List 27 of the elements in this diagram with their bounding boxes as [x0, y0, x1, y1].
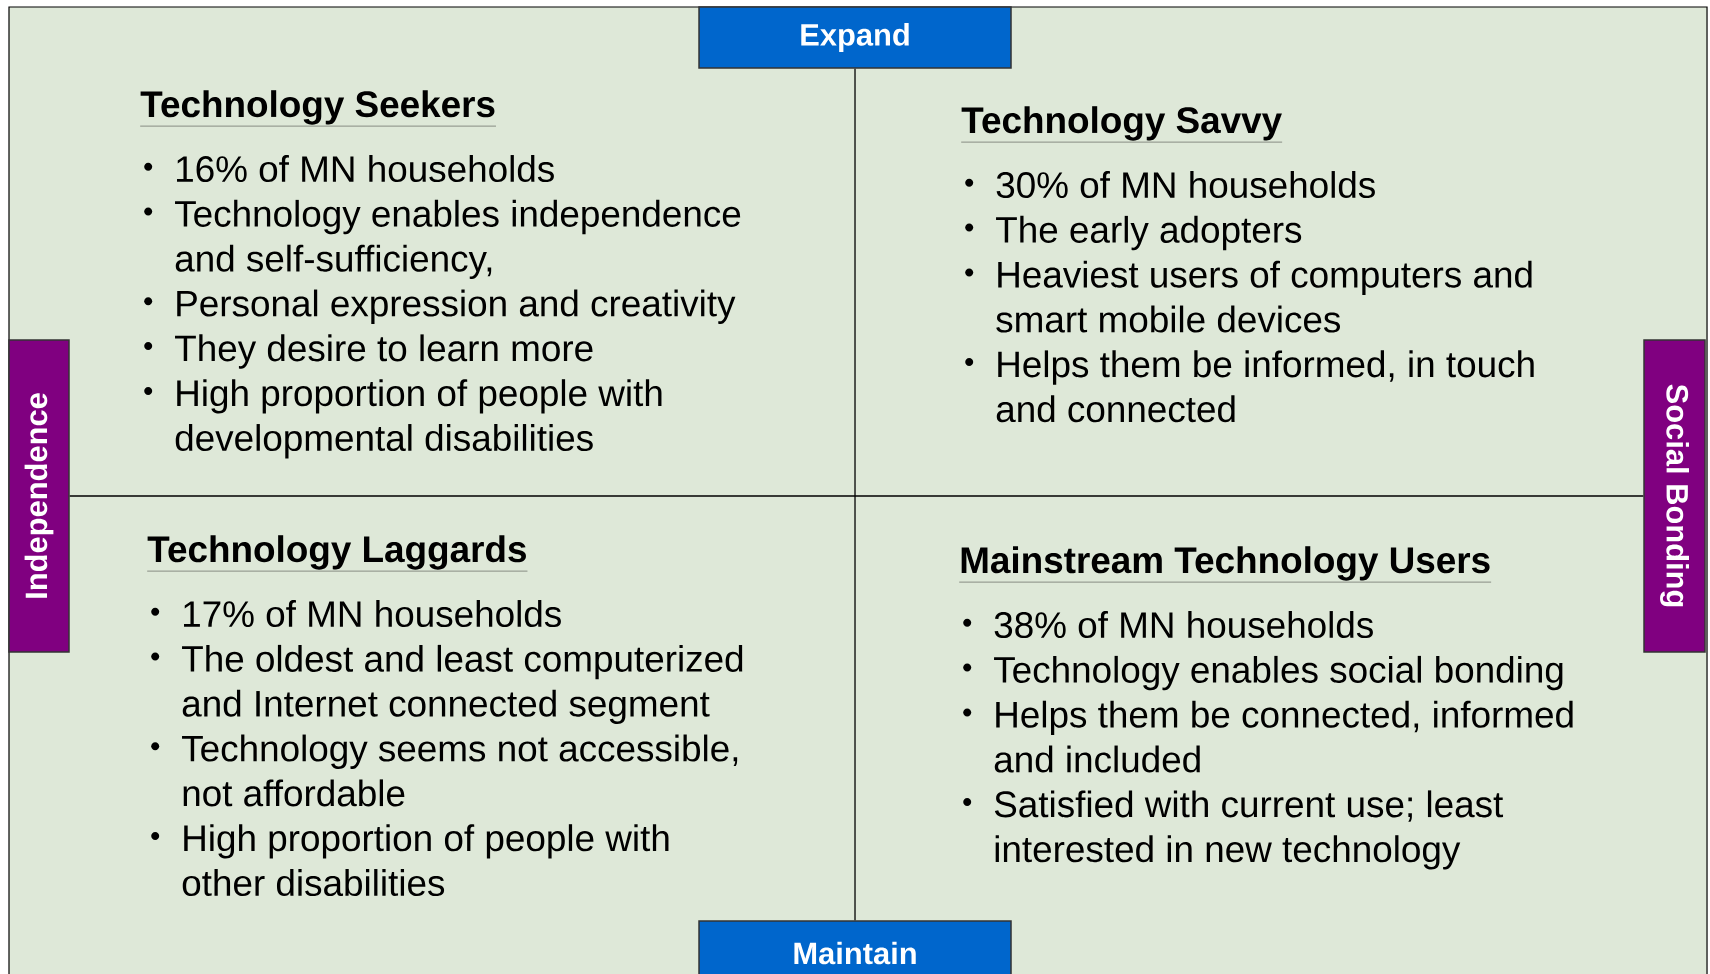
axis-label-box: Social Bonding [1643, 339, 1706, 653]
bullet-item: High proportion of people with other disabilities [151, 824, 669, 897]
axis-label-box: Independence [8, 339, 70, 653]
bullet-item: Satisfied with current use; least interested in new technology [963, 790, 1504, 870]
axis-label-box: Maintain [698, 920, 1012, 974]
divider-line [854, 68, 856, 921]
bullet-item: Helps them be connected, informed and included [963, 700, 1573, 773]
axis-label-box: Expand [698, 6, 1012, 69]
bullet-item: High proportion of people with developmental disabilities [144, 379, 662, 459]
divider-line [69, 495, 1644, 497]
bullet-item: Personal expression and creativity [144, 289, 736, 324]
bullet-item: 38% of MN households [963, 611, 1373, 639]
bullet-item: 17% of MN households [151, 600, 561, 628]
bullet-item: 16% of MN households [144, 155, 554, 183]
bullet-item: 30% of MN households [965, 171, 1375, 199]
bullet-item: The early adopters [965, 215, 1302, 251]
bullet-item: Technology seems not accessible, not affordable [151, 734, 738, 807]
bullet-item: The oldest and least computerized and Internet connected segment [151, 644, 743, 725]
heading: Technology Seekers [140, 90, 497, 127]
bullet-item: Technology enables social bonding [963, 655, 1563, 691]
bullet-item: They desire to learn more [144, 334, 593, 369]
bullet-item: Helps them be informed, in touch and connected [965, 350, 1534, 423]
bullet-item: Technology enables independence and self-sufficiency, [144, 199, 741, 280]
heading: Technology Savvy [961, 106, 1283, 143]
heading: Technology Laggards [147, 535, 528, 572]
bullet-item: Heaviest users of computers and smart mobile devices [965, 260, 1532, 333]
heading: Mainstream Technology Users [959, 546, 1492, 583]
